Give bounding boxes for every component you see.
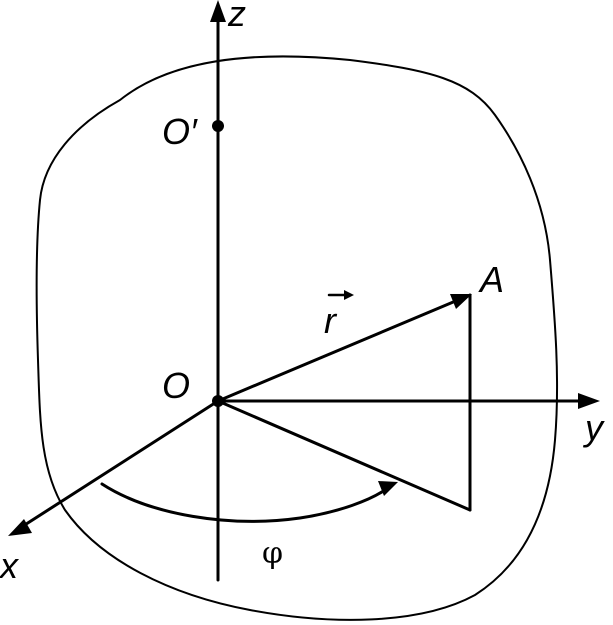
y-axis-label: y (582, 407, 605, 448)
origin-prime-label: O′ (162, 111, 198, 152)
radius-vector-arrowhead (450, 294, 472, 309)
x-axis-label: x (0, 545, 20, 586)
z-axis-label: z (227, 0, 246, 34)
x-axis-arrowhead (8, 519, 32, 536)
y-axis-arrowhead (578, 393, 600, 409)
body-outline (35, 55, 559, 621)
z-axis-arrowhead (210, 0, 226, 22)
origin-prime-point (212, 120, 224, 132)
angle-phi-label: φ (262, 536, 283, 571)
projection-line (216, 399, 472, 512)
x-axis-line (18, 399, 220, 530)
origin-point (212, 395, 224, 407)
vector-r-label: r (324, 300, 338, 341)
origin-label: O (162, 365, 190, 406)
vector-r-bar-arrowhead (344, 290, 354, 300)
point-a-label: A (478, 259, 504, 300)
angle-phi-arc (100, 482, 387, 523)
angle-phi-arrowhead (378, 481, 398, 496)
radius-vector-line (216, 298, 460, 403)
